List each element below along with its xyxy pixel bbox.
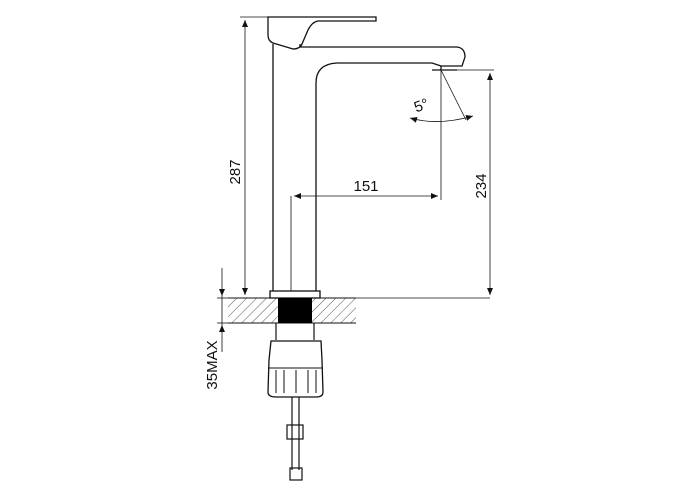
faucet-body [267, 16, 466, 299]
dimension-label-234: 234 [473, 173, 490, 198]
mounting-nut [267, 298, 324, 398]
dimension-label-angle: 5° [412, 95, 431, 116]
dimension-spout-angle: 5° [409, 69, 474, 123]
dimension-total-height: 287 [227, 16, 270, 299]
dimension-spout-reach: 151 [290, 70, 442, 291]
dimension-label-35max: 35MAX [204, 340, 221, 389]
countertop [228, 297, 490, 324]
dimension-label-151: 151 [353, 178, 378, 195]
drain-rod [286, 397, 304, 481]
dimension-mount-thickness: 35MAX [204, 268, 228, 390]
dimension-label-287: 287 [227, 159, 244, 184]
dimension-spout-height: 234 [457, 69, 494, 295]
